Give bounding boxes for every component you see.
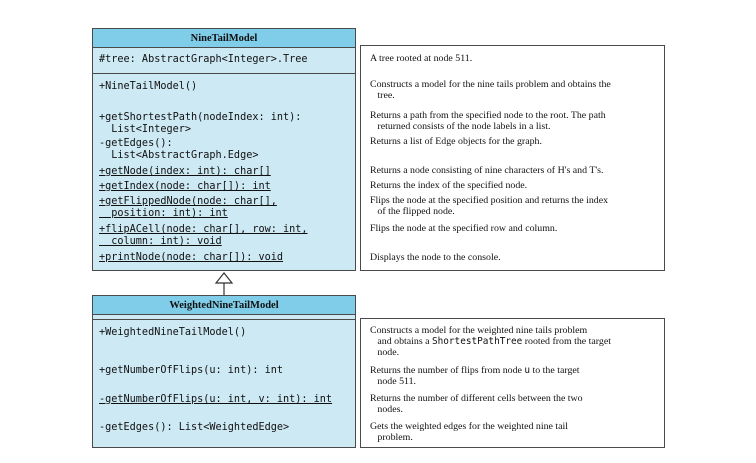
method-constructor: +NineTailModel() xyxy=(99,81,198,92)
weighted-fields-divider xyxy=(93,319,355,320)
weighted-desc-constructor-tail: rooted from the target node. xyxy=(377,336,611,358)
desc-flip-a-cell: Flips the node at the specified row and … xyxy=(370,223,558,234)
node-u-code: u xyxy=(524,365,531,376)
nine-tail-model-class: NineTailModel #tree: AbstractGraph<Integ… xyxy=(92,28,356,271)
weighted-nine-tail-model-title: WeightedNineTailModel xyxy=(93,296,355,315)
nine-tail-model-descriptions: A tree rooted at node 511. Constructs a … xyxy=(360,45,665,271)
shortest-path-tree-code: ShortestPathTree xyxy=(431,336,523,347)
desc-get-node: Returns a node consisting of nine charac… xyxy=(370,165,604,176)
weighted-method-get-number-of-flips-uv: -getNumberOfFlips(u: int, v: int): int xyxy=(99,394,333,405)
nine-tail-model-title: NineTailModel xyxy=(93,29,355,48)
weighted-nine-tail-model-class: WeightedNineTailModel +WeightedNineTailM… xyxy=(92,295,356,448)
desc-get-flipped-node: Flips the node at the specified position… xyxy=(370,195,609,217)
weighted-method-get-number-of-flips: +getNumberOfFlips(u: int): int xyxy=(99,365,284,376)
weighted-nine-tail-model-descriptions: Constructs a model for the weighted nine… xyxy=(360,318,665,448)
method-get-edges: -getEdges(): List<AbstractGraph.Edge> xyxy=(99,138,259,161)
desc-get-edges: Returns a list of Edge objects for the g… xyxy=(370,136,542,147)
fields-divider xyxy=(93,73,355,74)
desc-get-index: Returns the index of the specified node. xyxy=(370,180,528,191)
method-get-node: +getNode(index: int): char[] xyxy=(99,166,271,177)
weighted-desc-get-edges: Gets the weighted edges for the weighted… xyxy=(370,421,568,443)
weighted-desc-flips-tail: to the target node 511. xyxy=(377,365,580,387)
method-get-shortest-path: +getShortestPath(nodeIndex: int): List<I… xyxy=(99,112,302,135)
method-print-node: +printNode(node: char[]): void xyxy=(99,252,284,263)
weighted-desc-constructor-text: Constructs a model for the weighted nine… xyxy=(370,325,588,347)
desc-constructor: Constructs a model for the nine tails pr… xyxy=(370,79,611,101)
tree-field: #tree: AbstractGraph<Integer>.Tree xyxy=(99,54,308,65)
inheritance-arrowhead xyxy=(214,272,234,284)
weighted-method-constructor: +WeightedNineTailModel() xyxy=(99,327,247,338)
weighted-desc-get-number-of-flips: Returns the number of flips from node u … xyxy=(370,365,658,387)
method-flip-a-cell: +flipACell(node: char[], row: int, colum… xyxy=(99,224,308,247)
method-get-index: +getIndex(node: char[]): int xyxy=(99,181,271,192)
weighted-desc-flips-text: Returns the number of flips from node xyxy=(370,365,525,376)
weighted-desc-constructor: Constructs a model for the weighted nine… xyxy=(370,325,658,358)
desc-print-node: Displays the node to the console. xyxy=(370,252,501,263)
desc-get-shortest-path: Returns a path from the specified node t… xyxy=(370,110,606,132)
weighted-method-get-edges: -getEdges(): List<WeightedEdge> xyxy=(99,422,290,433)
desc-tree: A tree rooted at node 511. xyxy=(370,53,473,64)
method-get-flipped-node: +getFlippedNode(node: char[], position: … xyxy=(99,196,277,219)
weighted-desc-get-number-of-flips-uv: Returns the number of different cells be… xyxy=(370,393,583,415)
